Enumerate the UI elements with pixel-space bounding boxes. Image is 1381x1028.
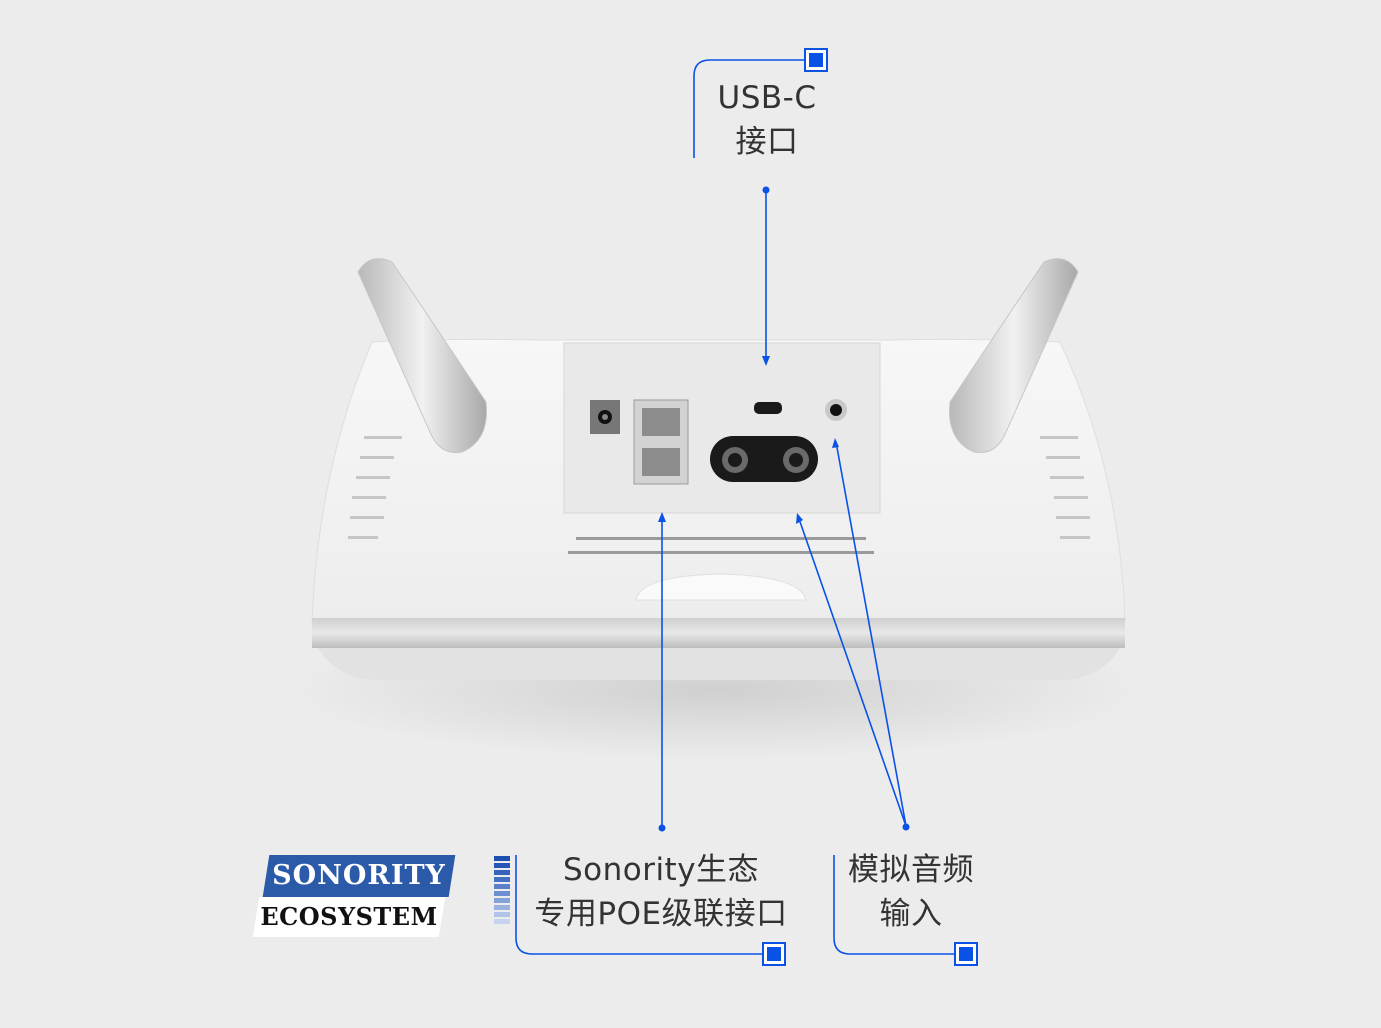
sonority-logo: SONORITY ECOSYSTEM [252, 855, 456, 939]
logo-line2: ECOSYSTEM [260, 902, 438, 931]
callout-usbc: USB-C 接口 [700, 76, 834, 164]
vent-bottom [568, 537, 874, 554]
callout-poe-line2: 专用POE级联接口 [534, 896, 788, 932]
callout-usbc-line1: USB-C [717, 80, 817, 116]
usb-c-port [754, 402, 782, 414]
device-handle [635, 573, 807, 601]
callout-poe-line1: Sonority生态 [562, 852, 760, 888]
antenna-right [949, 258, 1079, 454]
callout-lines [515, 59, 958, 955]
dc-jack [590, 400, 620, 434]
antenna-left [357, 258, 487, 454]
callout-poe: Sonority生态 专用POE级联接口 [526, 848, 796, 936]
callout-analog-line2: 输入 [879, 896, 943, 932]
vent-left [348, 436, 402, 539]
device-metal-band [312, 618, 1125, 648]
vent-right [1040, 436, 1090, 539]
callout-analog-line1: 模拟音频 [848, 852, 974, 888]
arrow-heads [658, 356, 839, 524]
device-fabric [318, 648, 1120, 680]
rj45-ports [633, 399, 689, 485]
logo-line1: SONORITY [272, 860, 446, 891]
callout-analog: 模拟音频 输入 [842, 848, 980, 936]
callout-usbc-line2: 接口 [735, 124, 799, 160]
aux-port [825, 399, 847, 421]
corner-square-icon [762, 48, 978, 966]
dot-marker-icon [658, 186, 910, 832]
rca-ports [710, 436, 818, 482]
stripe-decoration [494, 856, 510, 926]
